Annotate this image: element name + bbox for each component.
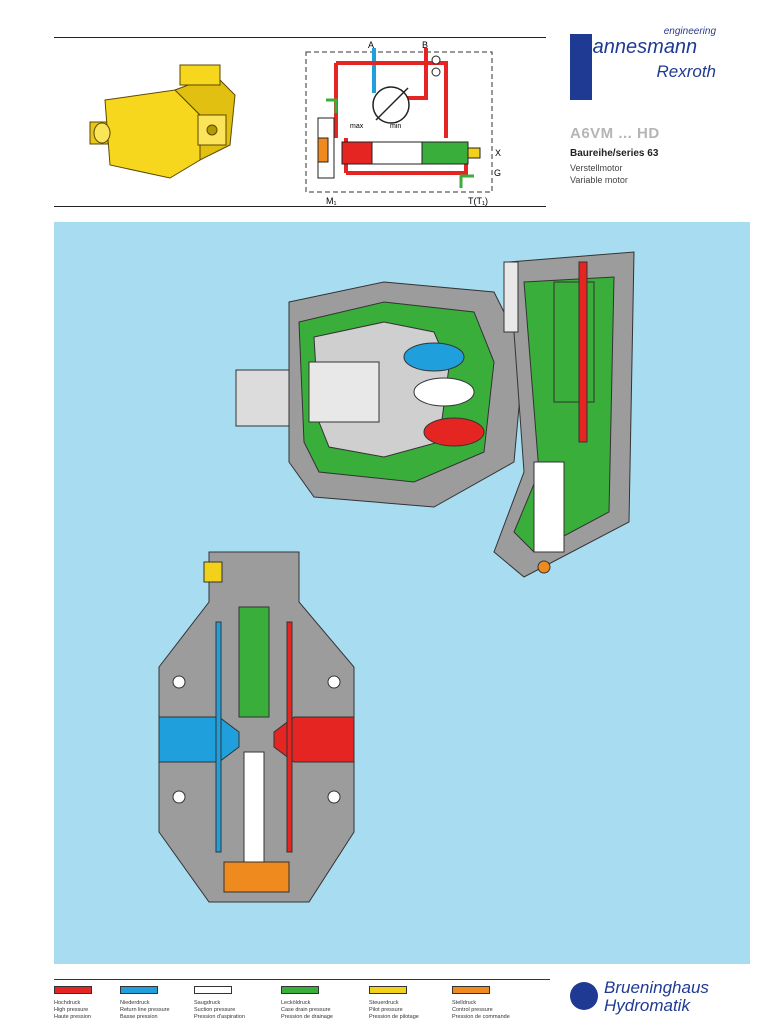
legend-item-suction-pressure: Saugdruck Suction pressure Pression d'as… <box>194 986 274 1021</box>
legend-label-fr: Pression de drainage <box>281 1014 333 1020</box>
legend-item-return-pressure: Niederdruck Return line pressure Basse p… <box>120 986 200 1021</box>
legend-label-fr: Pression d'aspiration <box>194 1014 245 1020</box>
legend-swatch <box>54 986 92 994</box>
legend-rule <box>54 979 550 980</box>
logo-sub-text: Rexroth <box>656 62 716 81</box>
legend-label-en: Control pressure <box>452 1007 493 1013</box>
legend-swatch <box>369 986 407 994</box>
legend-label-en: Pilot pressure <box>369 1007 403 1013</box>
header-rule-bottom <box>54 206 546 207</box>
legend-swatch <box>281 986 319 994</box>
legend-label-en: Case drain pressure <box>281 1007 331 1013</box>
legend-label-en: Suction pressure <box>194 1007 236 1013</box>
logo-engineering-text: engineering <box>663 26 716 37</box>
cross-section-drawings <box>158 251 635 903</box>
brueninghaus-name-line2: Hydromatik <box>604 996 690 1015</box>
schematic-label-max: max <box>350 123 364 130</box>
legend-label-en: High pressure <box>54 1007 89 1013</box>
product-description-en: Variable motor <box>570 175 628 185</box>
product-series: Baureihe/series 63 <box>570 148 659 159</box>
legend-label-de: Hochdruck <box>54 1000 81 1006</box>
motor-illustration <box>89 64 236 179</box>
legend-swatch <box>194 986 232 994</box>
legend-label-de: Lecköldruck <box>281 1000 311 1006</box>
schematic-label-b: B <box>422 40 428 50</box>
logo-brand-text: mannesmann <box>576 36 698 58</box>
legend-label-de: Stelldruck <box>452 1000 477 1006</box>
schematic-label-x: X <box>495 148 501 158</box>
legend-label-fr: Pression de pilotage <box>369 1014 419 1020</box>
legend-item-control-pressure: Stelldruck Control pressure Pression de … <box>452 986 532 1021</box>
schematic-label-a: A <box>368 40 374 50</box>
legend-label-de: Steuerdruck <box>369 1000 399 1006</box>
control-head-cross-section <box>158 551 355 903</box>
legend-label-fr: Pression de commande <box>452 1014 510 1020</box>
legend-label-fr: Haute pression <box>54 1014 91 1020</box>
product-model: A6VM ... HD <box>570 125 660 142</box>
legend-swatch <box>120 986 158 994</box>
schematic-label-t: T(T₁) <box>468 196 488 206</box>
header-rule-top <box>54 37 546 38</box>
schematic-label-m1: M₁ <box>326 196 337 206</box>
logo-mark <box>570 34 592 100</box>
brueninghaus-name-line1: Brueninghaus <box>604 978 709 997</box>
mannesmann-rexroth-logo: engineering mannesmann Rexroth <box>570 26 730 100</box>
cross-section-panel <box>54 222 750 964</box>
legend-item-high-pressure: Hochdruck High pressure Haute pression <box>54 986 134 1021</box>
schematic-label-g: G <box>494 168 501 178</box>
schematic-label-min: min <box>390 123 401 130</box>
brueninghaus-hydromatik-logo: Brueninghaus Hydromatik <box>570 978 740 1024</box>
legend-label-fr: Basse pression <box>120 1014 158 1020</box>
legend-label-de: Niederdruck <box>120 1000 150 1006</box>
product-description-de: Verstellmotor <box>570 163 623 173</box>
hydraulic-schematic: A B max min X G M₁ T(T₁) <box>305 40 501 206</box>
legend-item-pilot-pressure: Steuerdruck Pilot pressure Pression de p… <box>369 986 449 1021</box>
legend-swatch <box>452 986 490 994</box>
legend-label-en: Return line pressure <box>120 1007 170 1013</box>
brueninghaus-logo-icon <box>570 982 598 1010</box>
legend-label-de: Saugdruck <box>194 1000 221 1006</box>
motor-cross-section <box>235 251 635 578</box>
legend-item-case-drain-pressure: Lecköldruck Case drain pressure Pression… <box>281 986 361 1021</box>
